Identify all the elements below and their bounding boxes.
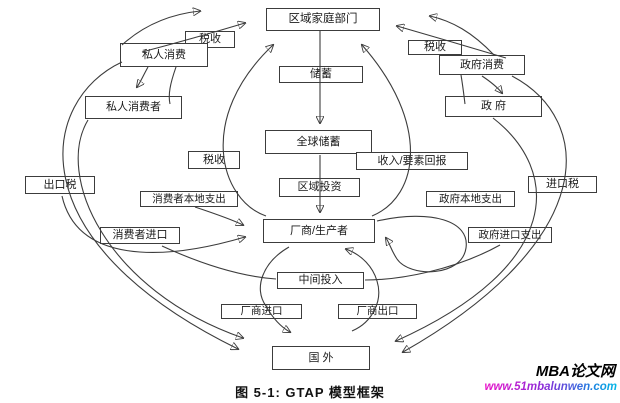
box-tax-top-right: 税收 bbox=[408, 40, 462, 55]
box-regional-investment: 区域投资 bbox=[279, 178, 360, 197]
box-tax-mid-left: 税收 bbox=[188, 151, 240, 169]
arrow-right-outer-to-foreign bbox=[403, 75, 567, 352]
box-consumer-import: 消费者进口 bbox=[100, 227, 180, 244]
box-private-consumer: 私人消费者 bbox=[85, 96, 182, 119]
box-import-tax: 进口税 bbox=[528, 176, 597, 193]
box-saving: 储蓄 bbox=[279, 66, 363, 83]
arrow-pconsum-to-pconsumer bbox=[137, 66, 149, 87]
arrow-firms-via-import-to-foreign bbox=[259, 246, 290, 332]
box-intermediate-input: 中间投入 bbox=[277, 272, 364, 289]
box-foreign: 国 外 bbox=[272, 346, 370, 370]
box-global-saving: 全球储蓄 bbox=[265, 130, 372, 154]
box-government-import-spending: 政府进口支出 bbox=[468, 227, 552, 243]
figure-caption: 图 5-1: GTAP 模型框架 bbox=[235, 385, 385, 400]
box-government-consumption: 政府消费 bbox=[439, 55, 525, 75]
box-private-consumption: 私人消费 bbox=[120, 43, 208, 67]
arrow-gconsum-to-government bbox=[481, 75, 502, 93]
line-right-to-intermediate bbox=[364, 244, 501, 281]
box-region-household: 区域家庭部门 bbox=[266, 8, 380, 31]
box-income-factor-return: 收入/要素回报 bbox=[356, 152, 468, 170]
box-firm-export: 厂商出口 bbox=[338, 304, 417, 319]
line-left-to-intermediate bbox=[161, 245, 277, 280]
watermark-site-url: www.51mbalunwen.com bbox=[484, 381, 618, 393]
watermark-site-name: MBA论文网 bbox=[535, 363, 615, 380]
arrow-gov-spending-loop-to-firms bbox=[376, 215, 467, 273]
box-export-tax: 出口税 bbox=[25, 176, 95, 194]
arrow-clocal-to-firms bbox=[194, 206, 243, 225]
box-firms-producers: 厂商/生产者 bbox=[263, 219, 375, 243]
box-firm-import: 厂商进口 bbox=[221, 304, 302, 319]
box-government: 政 府 bbox=[445, 96, 542, 117]
box-consumer-local-spending: 消费者本地支出 bbox=[140, 191, 238, 207]
box-government-local-spending: 政府本地支出 bbox=[426, 191, 515, 207]
